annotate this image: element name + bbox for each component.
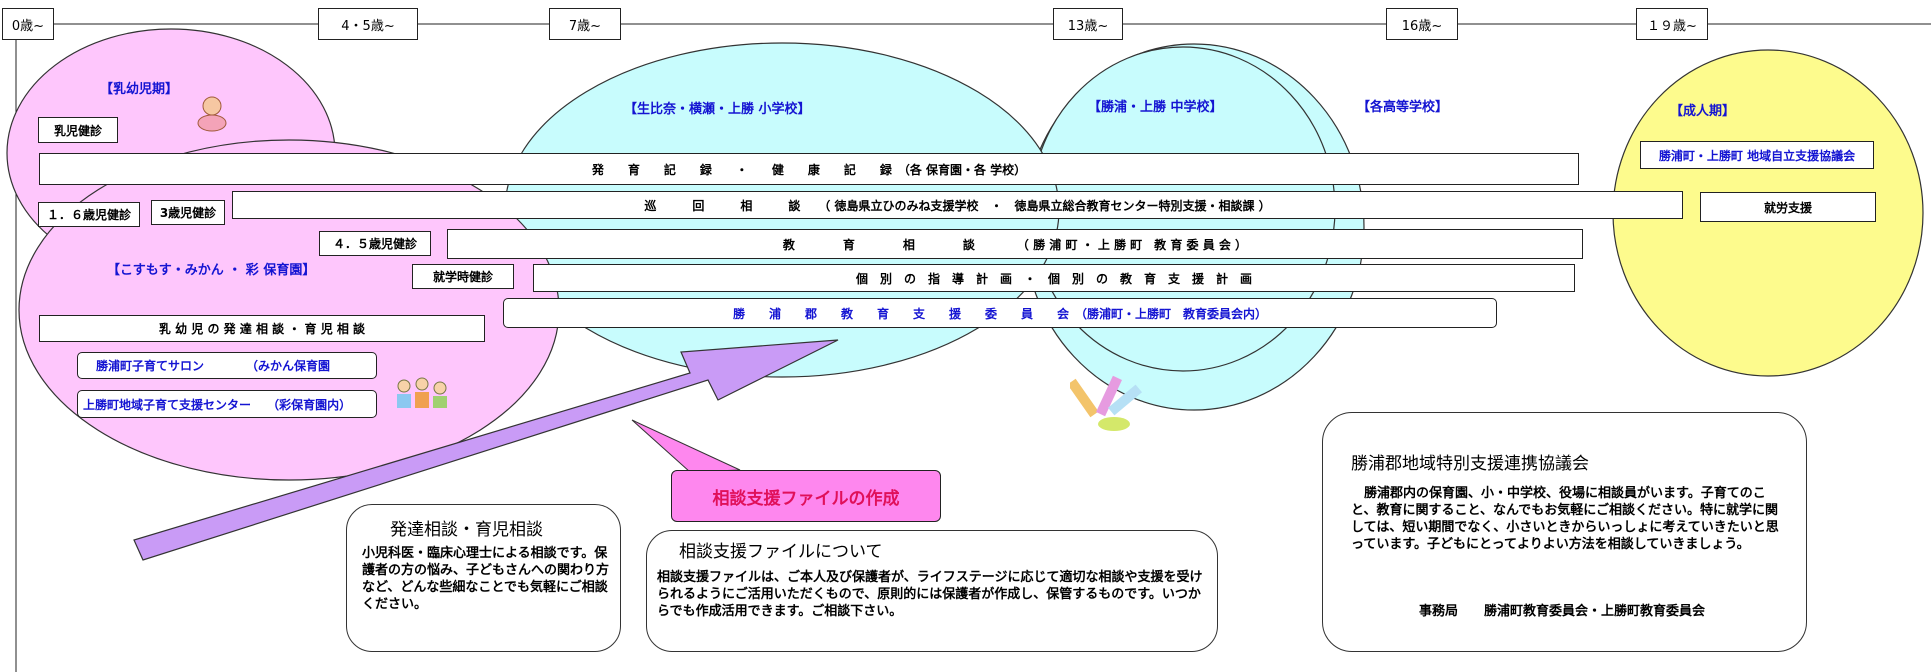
age-label: 7歳~ bbox=[568, 18, 602, 34]
panel-regional-support-council: 勝浦郡地域特別支援連携協議会 勝浦郡内の保育園、小・中学校、役場に相談員がいます… bbox=[1322, 412, 1807, 652]
age-marker-4-5: 4・5歳~ bbox=[318, 8, 418, 40]
checkup-school-entry: 就学時健診 bbox=[412, 264, 514, 289]
program-growth-record: 発 育 記 録 ・ 健 康 記 録 （各 保育園・各 学校） bbox=[39, 153, 1579, 185]
panel-title: 勝浦郡地域特別支援連携協議会 bbox=[1351, 454, 1589, 474]
panel-development-consult: 発達相談・育児相談 小児科医・臨床心理士による相談です。保護者の方の悩み、子ども… bbox=[346, 504, 621, 652]
program-itinerant-consult: 巡 回 相 談 （ 徳島県立ひのみね支援学校 ・ 徳島県立総合教育センター特別支… bbox=[232, 191, 1683, 219]
checkup-age-3: 3歳児健診 bbox=[151, 200, 225, 225]
age-label: 16歳~ bbox=[1401, 18, 1443, 34]
panel-title: 発達相談・育児相談 bbox=[390, 520, 543, 540]
age-marker-16: 16歳~ bbox=[1386, 8, 1458, 40]
age-label: １９歳~ bbox=[1647, 18, 1697, 34]
age-label: 13歳~ bbox=[1067, 18, 1109, 34]
stage-nursery: 【こすもす・みかん ・ 彩 保育園】 bbox=[107, 263, 316, 278]
callout-pointer bbox=[631, 419, 741, 473]
age-marker-13: 13歳~ bbox=[1053, 8, 1123, 40]
stage-junior-high: 【勝浦・上勝 中学校】 bbox=[1088, 100, 1223, 115]
baby-illustration-icon bbox=[197, 96, 227, 132]
callout-consultation-file: 相談支援ファイルの作成 bbox=[671, 470, 941, 522]
panel-consultation-file: 相談支援ファイルについて 相談支援ファイルは、ご本人及び保護者が、ライフステージ… bbox=[646, 530, 1218, 652]
age-label: 4・5歳~ bbox=[341, 18, 395, 34]
panel-footer: 事務局 勝浦町教育委員会・上勝町教育委員会 bbox=[1419, 604, 1706, 619]
lifecycle-arrow bbox=[133, 339, 839, 561]
program-employment-support: 就労支援 bbox=[1700, 192, 1876, 222]
panel-body: 勝浦郡内の保育園、小・中学校、役場に相談員がいます。子育てのこと、教育に関するこ… bbox=[1351, 486, 1779, 552]
program-individual-plans: 個 別 の 指 導 計 画 ・ 個 別 の 教 育 支 援 計 画 bbox=[533, 264, 1575, 292]
checkup-age-1-6: １．６歳児健診 bbox=[38, 202, 140, 227]
program-regional-council: 勝浦町・上勝町 地域自立支援協議会 bbox=[1640, 141, 1874, 169]
checkup-age-4-5: ４．５歳児健診 bbox=[319, 231, 431, 256]
stage-adult: 【成人期】 bbox=[1670, 104, 1736, 119]
age-marker-7: 7歳~ bbox=[549, 8, 621, 40]
age-marker-0: 0歳~ bbox=[2, 8, 54, 40]
panel-body: 相談支援ファイルは、ご本人及び保護者が、ライフステージに応じて適切な相談や支援を… bbox=[657, 570, 1203, 619]
age-marker-19: １９歳~ bbox=[1636, 8, 1708, 40]
stage-high-school: 【各高等学校】 bbox=[1357, 100, 1449, 115]
stage-infant: 【乳幼児期】 bbox=[100, 82, 179, 97]
age-label: 0歳~ bbox=[11, 18, 45, 34]
program-infant-consult: 乳 幼 児 の 発 達 相 談 ・ 育 児 相 談 bbox=[39, 315, 485, 342]
crayons-illustration-icon bbox=[1070, 375, 1143, 431]
program-childcare-salon: 勝浦町子育てサロン （みかん保育園 bbox=[77, 352, 377, 379]
panel-body: 小児科医・臨床心理士による相談です。保護者の方の悩み、子どもさんへの関わり方など… bbox=[362, 546, 610, 612]
stage-elementary: 【生比奈・横瀬・上勝 小学校】 bbox=[624, 102, 811, 117]
program-support-committee: 勝 浦 郡 教 育 支 援 委 員 会 （勝浦町・上勝町 教育委員会内） bbox=[503, 298, 1497, 328]
program-support-center: 上勝町地域子育て支援センター （彩保育園内） bbox=[77, 390, 377, 418]
panel-title: 相談支援ファイルについて bbox=[679, 542, 883, 562]
checkup-infant: 乳児健診 bbox=[38, 117, 118, 143]
program-education-consult: 教 育 相 談 （ 勝 浦 町 ・ 上 勝 町 教 育 委 員 会 ） bbox=[447, 229, 1583, 259]
children-illustration-icon bbox=[397, 377, 447, 408]
